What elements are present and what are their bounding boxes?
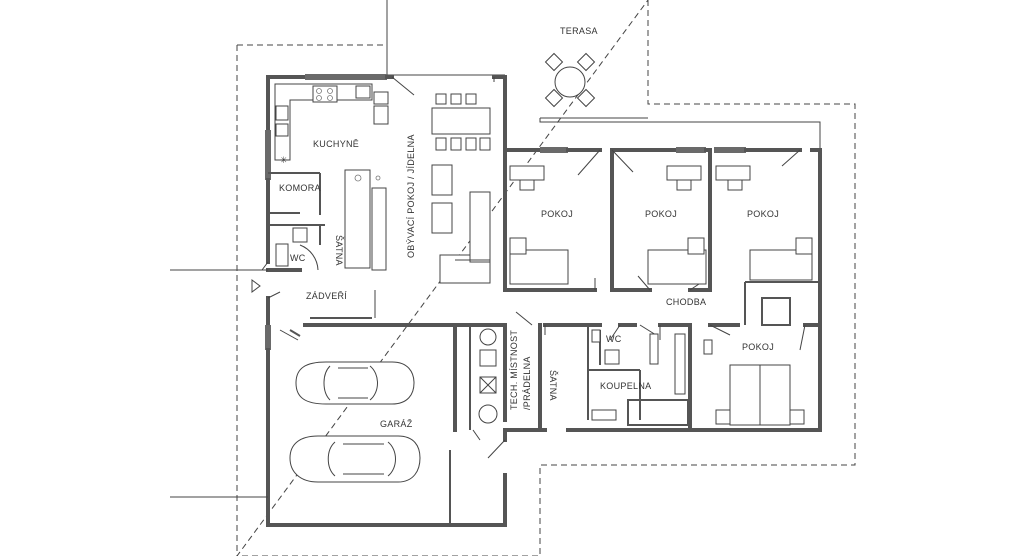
room-label-wc-north: WC [290,253,306,263]
bedroom-1-furniture [509,165,569,285]
interior-walls [266,148,822,525]
room-label-garaz: GARÁŽ [380,419,413,429]
car-top [295,361,415,405]
room-label-zadveri: ZÁDVEŘÍ [306,291,347,301]
bedroom-2-furniture [647,165,707,285]
entrance-markers [170,269,268,498]
room-label-koupelna: KOUPELNA [600,381,651,391]
kitchen-units: ✳ [274,83,389,182]
bedroom-3-furniture [715,165,813,281]
room-label-wc-south: WC [606,334,622,344]
room-label-pokoj-3: POKOJ [747,209,779,219]
wc-north-fixtures [275,227,319,271]
bathroom-fixtures [591,329,686,421]
bedroom-4-furniture [703,339,805,426]
room-label-tech-mistnost: TECH. MÍSTNOST [509,330,519,410]
svg-text:✳: ✳ [280,155,288,165]
room-label-kuchyne: KUCHYNĚ [313,139,359,149]
room-label-pradelna: /PRÁDELNA [522,356,532,410]
terrace-table [544,52,596,108]
room-label-pokoj-2: POKOJ [645,209,677,219]
living-furniture [431,164,491,284]
dining-furniture [431,93,491,151]
car-bottom [289,435,421,483]
room-label-satna-south: ŠATNA [548,370,558,401]
room-label-chodba: CHODBA [666,297,706,307]
door-swings [261,76,806,459]
room-label-terasa: TERASA [560,26,598,36]
room-label-pokoj-1: POKOJ [541,209,573,219]
room-label-obyvaci-pokoj: OBÝVACÍ POKOJ / JÍDELNA [406,134,416,258]
room-label-komora: KOMORA [279,183,321,193]
tech-room-fixtures [478,328,498,424]
room-label-satna-hall: ŠATNA [334,235,344,266]
room-label-pokoj-4: POKOJ [742,342,774,352]
